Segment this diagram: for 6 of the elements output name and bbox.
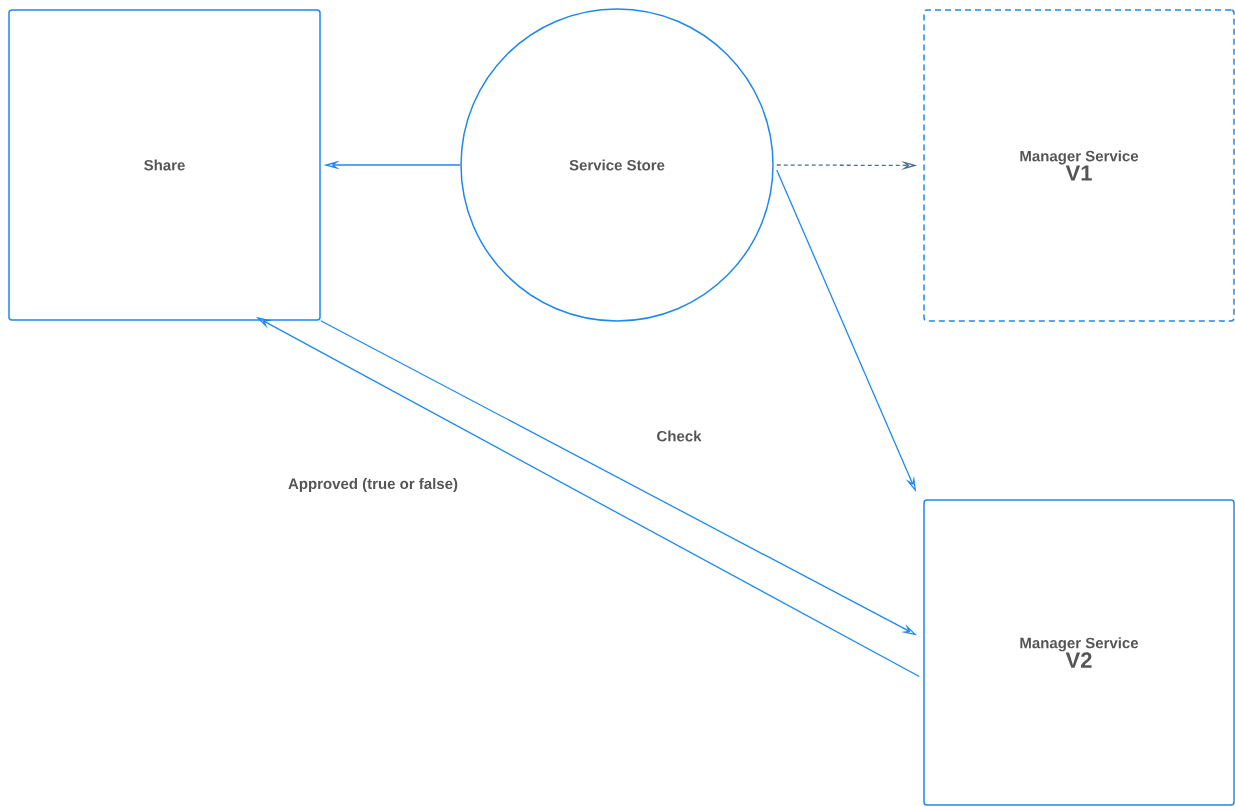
edge-label: Check	[654, 428, 704, 444]
service-box: Manager Service V2	[923, 499, 1235, 806]
edge-label: Approved (true or false)	[286, 476, 460, 494]
service-box: Share	[8, 9, 321, 321]
service-box: Manager Service V1	[923, 9, 1235, 322]
circle-node: Service Store	[460, 8, 774, 322]
